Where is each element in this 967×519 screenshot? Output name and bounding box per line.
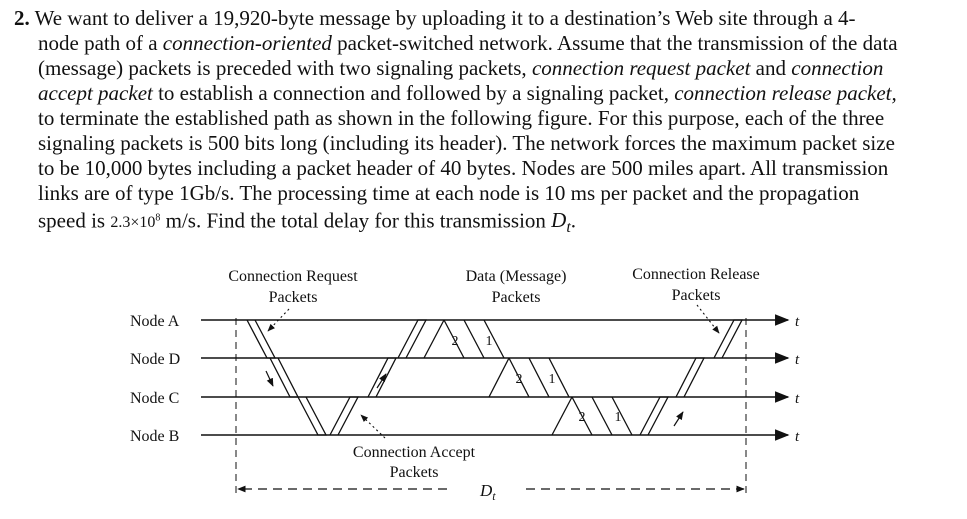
conn-request-seg-3 xyxy=(297,396,328,436)
conn-request-leader xyxy=(267,308,290,332)
accept-direction-arrow xyxy=(376,373,387,389)
node-label-b: Node B xyxy=(130,428,179,445)
time-label-c: t xyxy=(795,391,800,407)
problem-line-1: 2. We want to deliver a 19,920-byte mess… xyxy=(14,6,856,30)
problem-line-6: signaling packets is 500 bits long (incl… xyxy=(38,131,895,155)
data-hop3-edge-d xyxy=(611,396,633,436)
problem-line-3: (message) packets is preceded with two s… xyxy=(38,56,884,80)
data-hop1-edge-d xyxy=(483,319,505,359)
conn-release-seg-2 xyxy=(675,357,706,398)
problem-line-8: links are of type 1Gb/s. The processing … xyxy=(38,181,860,205)
data-hop1-edge-b xyxy=(443,319,465,359)
delay-variable: Dt xyxy=(551,208,571,237)
node-label-d: Node D xyxy=(130,351,180,368)
data-label-line1: Data (Message) xyxy=(466,268,567,285)
release-direction-arrow xyxy=(673,411,684,427)
data-hop1-packet-1: 1 xyxy=(486,334,493,349)
data-hop3-packet-1: 1 xyxy=(615,410,622,425)
time-label-a: t xyxy=(795,314,800,330)
data-hop3-edge-c xyxy=(591,396,613,436)
conn-accept-leader xyxy=(360,414,386,439)
data-hop3-edge-b xyxy=(571,396,593,436)
data-hop3-packet-2: 2 xyxy=(579,410,586,425)
data-hop2-packet-2: 2 xyxy=(516,372,523,387)
conn-release-packets xyxy=(639,319,744,436)
data-hop2-edge-a xyxy=(488,357,510,398)
data-label-line2: Packets xyxy=(492,289,541,306)
propagation-speed-value: 2.3×108 xyxy=(110,213,161,232)
problem-number: 2. xyxy=(14,6,30,30)
data-hop1-edge-a xyxy=(423,319,445,359)
conn-release-seg-1 xyxy=(639,396,670,436)
conn-accept-label-line2: Packets xyxy=(390,464,439,481)
problem-line-4: accept packet to establish a connection … xyxy=(38,81,897,105)
conn-release-seg-3 xyxy=(713,319,744,359)
problem-line-2: node path of a connection-oriented packe… xyxy=(38,31,898,55)
conn-request-packets xyxy=(246,319,328,436)
data-hop2-edge-c xyxy=(528,357,550,398)
conn-accept-packets xyxy=(329,319,428,436)
conn-accept-seg-3 xyxy=(397,319,428,359)
conn-release-leader xyxy=(696,304,720,334)
time-label-d: t xyxy=(795,352,800,368)
conn-accept-seg-1 xyxy=(329,396,360,436)
data-hop1-edge-c xyxy=(463,319,485,359)
delay-span-label: Dt xyxy=(479,481,496,503)
conn-request-label-line1: Connection Request xyxy=(228,268,358,285)
problem-statement: 2. We want to deliver a 19,920-byte mess… xyxy=(14,6,940,244)
request-direction-arrow xyxy=(265,370,274,387)
conn-request-seg-1 xyxy=(246,319,277,359)
problem-line-9: speed is 2.3×108 m/s. Find the total del… xyxy=(38,208,577,237)
node-label-a: Node A xyxy=(130,313,180,330)
conn-release-label-line1: Connection Release xyxy=(632,266,760,283)
node-label-c: Node C xyxy=(130,390,179,407)
data-packets xyxy=(423,319,633,436)
data-hop1-packet-2: 2 xyxy=(452,334,459,349)
data-hop2-edge-d xyxy=(548,357,570,398)
conn-release-label-line2: Packets xyxy=(672,287,721,304)
problem-line-7: to be 10,000 bytes including a packet he… xyxy=(38,156,889,180)
problem-line-5: to terminate the established path as sho… xyxy=(38,106,885,130)
data-hop2-edge-b xyxy=(508,357,530,398)
data-hop2-packet-1: 1 xyxy=(549,372,556,387)
conn-accept-label-line1: Connection Accept xyxy=(353,444,476,461)
time-label-b: t xyxy=(795,429,800,445)
data-hop3-edge-a xyxy=(551,396,573,436)
conn-request-label-line2: Packets xyxy=(269,289,318,306)
conn-request-seg-2 xyxy=(269,357,300,398)
conn-accept-seg-2 xyxy=(367,357,398,398)
